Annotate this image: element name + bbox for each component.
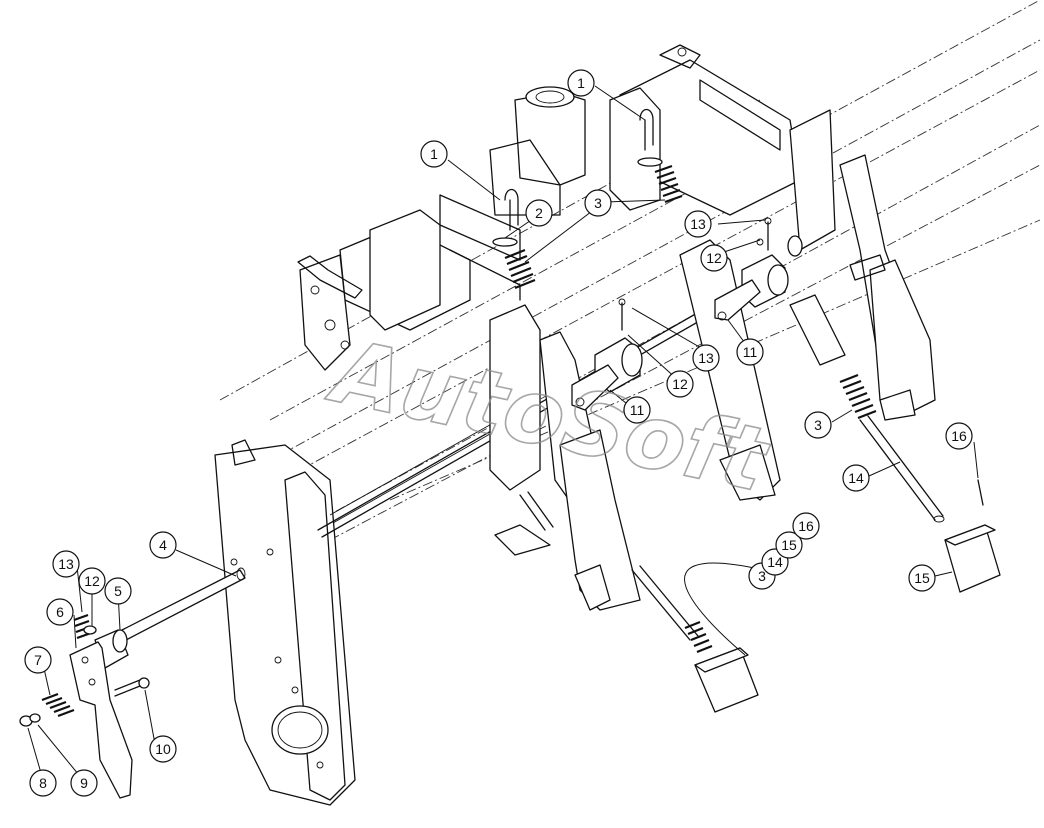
- svg-text:12: 12: [84, 573, 100, 589]
- callout-13-mid: 13: [692, 344, 720, 372]
- svg-text:12: 12: [672, 376, 688, 392]
- callout-7: 7: [24, 646, 52, 674]
- callout-13-lever: 13: [52, 550, 80, 578]
- callout-11-mid: 11: [623, 396, 651, 424]
- lever-assembly: [19, 567, 246, 799]
- callout-16-lower: 16: [792, 512, 820, 540]
- svg-text:12: 12: [706, 250, 722, 266]
- callout-16-right: 16: [945, 422, 973, 450]
- svg-text:3: 3: [594, 195, 602, 211]
- mid-hanger: [489, 304, 641, 611]
- callout-5: 5: [104, 577, 132, 605]
- callout-15-right: 15: [908, 564, 936, 592]
- svg-text:5: 5: [114, 583, 122, 599]
- svg-text:15: 15: [781, 537, 797, 553]
- svg-text:14: 14: [848, 470, 864, 486]
- svg-text:7: 7: [34, 652, 42, 668]
- callout-14-right: 14: [842, 464, 870, 492]
- svg-text:13: 13: [690, 216, 706, 232]
- callout-8: 8: [29, 769, 57, 797]
- svg-text:13: 13: [58, 556, 74, 572]
- callout-2: 2: [525, 199, 553, 227]
- svg-text:16: 16: [798, 518, 814, 534]
- callout-15-lower: 15: [775, 531, 803, 559]
- callout-10: 10: [149, 735, 177, 763]
- callout-9: 9: [70, 769, 98, 797]
- svg-text:6: 6: [56, 604, 64, 620]
- springs-top: [492, 108, 683, 290]
- callout-3-top: 3: [584, 189, 612, 217]
- callout-12-mid: 12: [666, 370, 694, 398]
- mast-bracket: [489, 86, 586, 216]
- callout-13-rear: 13: [684, 210, 712, 238]
- pivot-collar-rear: [714, 217, 803, 321]
- svg-text:11: 11: [630, 402, 645, 418]
- svg-text:11: 11: [743, 344, 758, 360]
- pivot-collar-front: [571, 298, 643, 411]
- end-plate: [214, 439, 356, 806]
- handle-lower: [631, 565, 759, 713]
- svg-text:1: 1: [430, 146, 438, 162]
- svg-text:16: 16: [951, 428, 967, 444]
- callout-1-right: 1: [567, 69, 595, 97]
- callout-1-left: 1: [420, 140, 448, 168]
- svg-text:3: 3: [758, 568, 766, 584]
- svg-text:8: 8: [39, 775, 47, 791]
- callout-12-rear: 12: [700, 244, 728, 272]
- svg-text:4: 4: [159, 537, 167, 553]
- svg-text:1: 1: [577, 75, 585, 91]
- callout-4: 4: [149, 531, 177, 559]
- callout-12-lever: 12: [78, 567, 106, 595]
- rear-hanger: [679, 154, 936, 501]
- callouts: 1 1 2 3 13 12 13 12 11 11 3 14 16 15 3 1…: [24, 69, 973, 797]
- callout-6: 6: [46, 598, 74, 626]
- front-bracket: [297, 194, 521, 371]
- svg-text:13: 13: [698, 350, 714, 366]
- svg-text:3: 3: [814, 417, 822, 433]
- svg-text:2: 2: [535, 205, 543, 221]
- handle-right: [789, 294, 1001, 593]
- svg-text:9: 9: [80, 775, 88, 791]
- rear-bracket: [609, 44, 836, 251]
- callout-11-rear: 11: [736, 338, 764, 366]
- svg-text:14: 14: [767, 554, 783, 570]
- callout-3-right: 3: [804, 411, 832, 439]
- svg-text:10: 10: [155, 741, 171, 757]
- svg-text:15: 15: [914, 570, 930, 586]
